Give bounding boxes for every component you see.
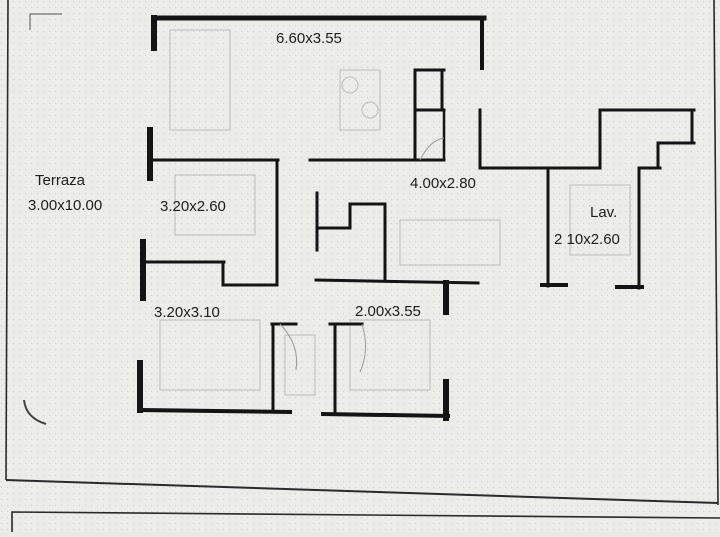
laundry-name-label: Lav. (590, 204, 618, 221)
terrace-name-label: Terraza (35, 172, 86, 189)
furniture-sketch (159, 29, 631, 396)
bedroom-small-size-label: 2.00x3.55 (355, 303, 421, 320)
bottom-strip-frame (11, 511, 720, 532)
walls (137, 15, 696, 421)
corner-mark-top (29, 13, 62, 30)
sheet-border-bottom (5, 479, 719, 504)
terrace-size-label: 3.00x10.00 (28, 197, 103, 214)
bedroom-top-size-label: 3.20x2.60 (160, 198, 226, 215)
door-swings (279, 137, 445, 373)
bedroom-bottom-size-label: 3.20x3.10 (154, 304, 220, 321)
corner-mark-bottom (23, 399, 47, 425)
sheet-border-right (713, 0, 719, 506)
kitchen-size-label: 4.00x2.80 (410, 175, 476, 192)
sheet-border-left (5, 0, 9, 481)
living-room-size-label: 6.60x3.55 (276, 30, 342, 47)
laundry-size-label: 2 10x2.60 (554, 231, 620, 248)
